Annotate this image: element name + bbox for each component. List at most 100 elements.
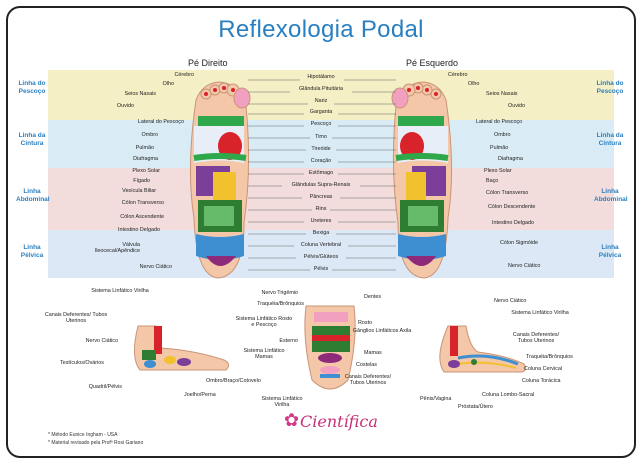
side-right-label: Sistema Linfático Virilha [91, 288, 149, 294]
center-label: Pélvis [313, 266, 329, 272]
center-label: Coluna Vertebral [300, 242, 342, 248]
left-foot-label: Diafragma [498, 156, 523, 162]
right-foot-label: Ombro [141, 132, 158, 138]
side-right-label: Nervo Ciático [85, 338, 118, 344]
left-foot-label: Cólon Transverso [486, 190, 529, 196]
side-right-label: Testículos/Ovários [59, 360, 104, 366]
band-neck [48, 70, 614, 120]
left-foot-label: Pulmão [490, 145, 509, 151]
left-foot-label: Cérebro [448, 72, 468, 78]
zone-pelvic-right: Linha Pélvica [598, 244, 622, 259]
center-label: Ureteres [310, 218, 332, 224]
zone-abdominal-right: Linha Abdominal [594, 188, 628, 203]
center-label: Estômago [308, 170, 334, 176]
side-left-label: Coluna Lombo-Sacral [482, 392, 535, 398]
right-foot-label: Intestino Delgado [118, 227, 160, 233]
side-left-label: Próstata/Útero [458, 404, 493, 410]
left-foot-header: Pé Esquerdo [406, 58, 459, 68]
right-foot-label: Pulmão [135, 145, 154, 151]
side-right-label: Joelho/Perna [184, 392, 216, 398]
top-view-label: Gânglios Linfáticos Axila [352, 328, 412, 334]
center-label: Nariz [314, 98, 328, 104]
neck-zone-right [198, 116, 244, 126]
side-right-label: Canais Deferentes/ Tubos Uterinos [44, 312, 108, 324]
side-left-label: Coluna Torácica [522, 378, 561, 384]
right-foot-label: Cólon Transverso [121, 200, 164, 206]
center-label: Garganta [309, 109, 333, 115]
right-foot-label: Plexo Solar [132, 168, 160, 174]
left-foot-label: Intestino Delgado [492, 220, 534, 226]
leader-lines [248, 79, 396, 271]
side-left-label: Canais Deferentes/ Tubos Uterinos [512, 332, 560, 344]
side-left-label: Pênis/Vagina [420, 396, 452, 402]
top-view-label: Sistema Linfático Mamas [243, 348, 285, 360]
left-foot-label: Olho [468, 81, 480, 87]
left-foot-label: Baço [486, 178, 499, 184]
right-foot-label: Ouvido [116, 103, 134, 109]
right-foot-side-view [134, 325, 230, 371]
zone-abdominal-left: Linha Abdominal [16, 188, 50, 203]
left-foot-label: Cólon Sigmóide [500, 240, 539, 246]
side-left-label: Nervo Ciático [494, 298, 527, 304]
left-foot-label: Cólon Descendente [488, 204, 536, 210]
right-foot-label: Nervo Ciático [139, 264, 172, 270]
neck-zone-left [398, 116, 444, 126]
right-foot-label: Válvula Ileocecal/Apêndice [94, 242, 140, 254]
right-foot-label: Diafragma [133, 156, 158, 162]
top-view-label: Costelas [356, 362, 377, 368]
top-view-label: Esterno [279, 338, 298, 344]
band-abdominal [48, 168, 614, 230]
top-view-label: Sistema Linfático Rosto e Pescoço [235, 316, 293, 328]
zone-neck-left: Linha do Pescoço [18, 80, 46, 95]
top-view-label: Dentes [364, 294, 382, 300]
center-label: Timo [315, 134, 327, 140]
zone-waist-left: Linha da Cintura [18, 132, 46, 147]
top-view-label: Mamas [364, 350, 382, 356]
right-foot-label: Seios Nasais [124, 91, 156, 97]
left-foot-label: Seios Nasais [486, 91, 518, 97]
left-foot-label: Lateral do Pescoço [476, 119, 523, 125]
center-label: Bexiga [312, 230, 330, 236]
side-left-label: Traquéia/Brônquios [526, 354, 573, 360]
brand-flower-icon: ✿ [284, 410, 300, 430]
top-view-label: Rosto [358, 320, 373, 326]
center-label: Pélvis/Glúteos [303, 254, 339, 260]
brand-logo: Científica [300, 412, 378, 431]
side-left-label: Sistema Linfático Virilha [511, 310, 569, 316]
side-left-label: Coluna Cervical [524, 366, 563, 372]
footnote: * Método Eunice Ingham - USA [48, 432, 118, 438]
zone-neck-right: Linha do Pescoço [596, 80, 624, 95]
right-foot-label: Vesícula Biliar [122, 188, 156, 194]
right-foot-label: Olho [162, 81, 174, 87]
right-foot-label: Lateral do Pescoço [137, 119, 184, 125]
footnote: * Material revisado pela Profª Rosi Gari… [48, 440, 144, 446]
center-label: Coração [310, 158, 332, 164]
top-view-label: Canais Deferentes/ Tubos Uterinos [344, 374, 392, 386]
center-label: Tireóide [311, 146, 331, 152]
band-waist [48, 120, 614, 168]
top-view-label: Traquéia/Brônquios [257, 301, 304, 307]
center-label: Pâncreas [309, 194, 333, 200]
center-label: Rins [315, 206, 327, 212]
top-view-label: Sistema Linfático Virilha [261, 396, 303, 408]
left-foot-label: Ouvido [508, 103, 526, 109]
center-label: Pescoço [310, 121, 332, 127]
right-foot-label: Fígado [133, 178, 150, 184]
right-foot-label: Cérebro [174, 72, 194, 78]
foot-diagram [134, 79, 527, 390]
right-foot-label: Cólon Ascendente [120, 214, 164, 220]
left-foot-label: Nervo Ciático [508, 263, 541, 269]
left-foot-sole [391, 81, 453, 279]
right-foot-sole [189, 81, 251, 279]
side-right-label: Ombro/Braço/Cotovelo [206, 378, 261, 384]
left-foot-side-view [439, 325, 527, 373]
band-pelvic [48, 230, 614, 278]
right-foot-header: Pé Direito [188, 58, 228, 68]
side-right-label: Quadril/Pélvis [88, 384, 122, 390]
chart-card: Reflexologia Podal Pé Direito Pé Esquerd… [6, 6, 636, 458]
center-label: Hipotálamo [307, 74, 335, 80]
center-label: Glândulas Supra-Renais [291, 182, 351, 188]
left-foot-label: Ombro [494, 132, 511, 138]
foot-top-view [304, 305, 356, 390]
top-view-label: Nervo Trigêmio [261, 290, 298, 296]
